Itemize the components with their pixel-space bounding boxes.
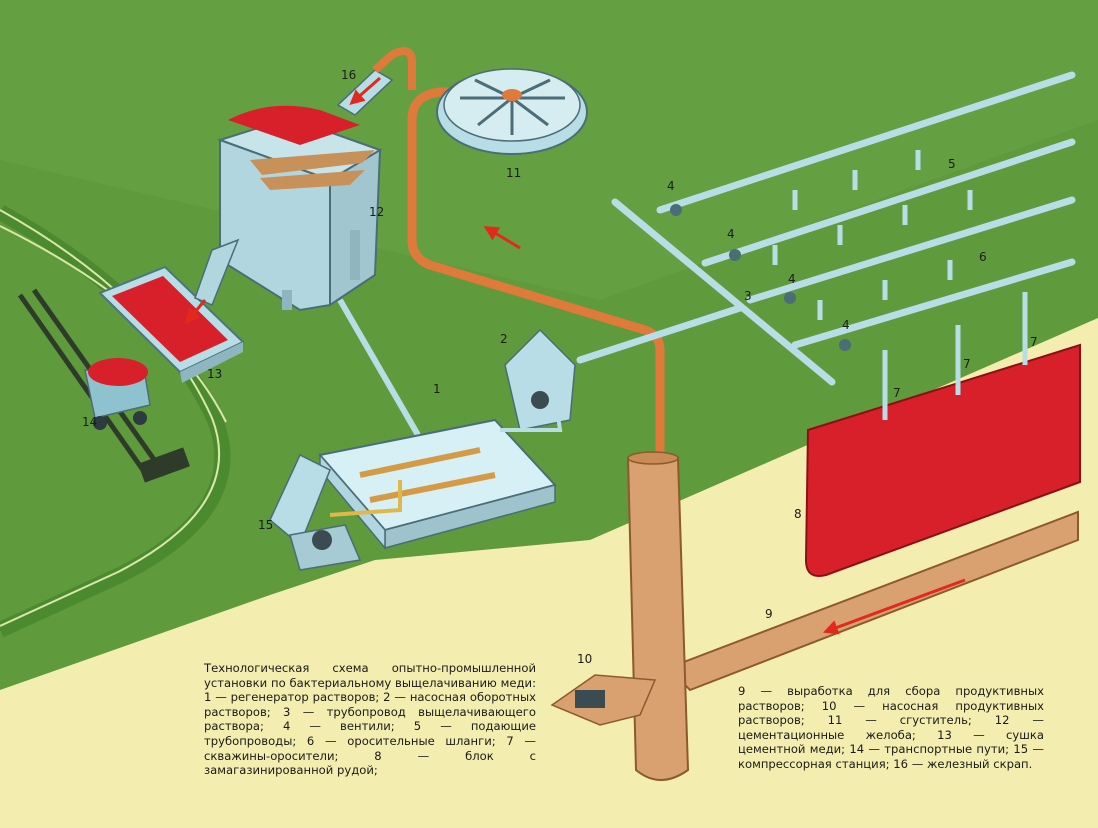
valves bbox=[670, 204, 851, 351]
label-7c: 7 bbox=[1030, 335, 1038, 349]
label-14: 14 bbox=[82, 415, 97, 429]
regenerator bbox=[318, 418, 557, 551]
label-7b: 7 bbox=[963, 357, 971, 371]
label-3: 3 bbox=[744, 289, 752, 303]
label-10: 10 bbox=[577, 652, 592, 666]
label-8: 8 bbox=[794, 507, 802, 521]
ore-block bbox=[804, 343, 1081, 577]
ground-shading bbox=[0, 0, 1098, 300]
scrap-chute bbox=[336, 69, 394, 116]
ore-car bbox=[84, 358, 151, 430]
shaft bbox=[626, 451, 690, 781]
drain-pipe bbox=[337, 298, 421, 437]
circulation-pump-house bbox=[500, 328, 576, 432]
label-4c: 4 bbox=[788, 272, 796, 286]
label-12: 12 bbox=[369, 205, 384, 219]
caption-right: 9 — выработка для сбора продуктивных рас… bbox=[738, 684, 1044, 771]
cementation-unit bbox=[185, 105, 383, 324]
label-15: 15 bbox=[258, 518, 273, 532]
thickener bbox=[436, 68, 588, 155]
irrigation-hoses bbox=[772, 150, 973, 320]
label-11: 11 bbox=[506, 166, 521, 180]
label-4b: 4 bbox=[727, 227, 735, 241]
label-4a: 4 bbox=[667, 179, 675, 193]
label-13: 13 bbox=[207, 367, 222, 381]
label-4d: 4 bbox=[842, 318, 850, 332]
leaching-pipeline bbox=[576, 71, 1076, 386]
productive-pump-station bbox=[550, 674, 657, 726]
productive-solution-pipe bbox=[407, 87, 665, 650]
compressor-station bbox=[269, 453, 362, 571]
drying-tray bbox=[98, 265, 245, 383]
label-16: 16 bbox=[341, 68, 356, 82]
label-1: 1 bbox=[433, 382, 441, 396]
caption-left: Технологическая схема опытно-промышленно… bbox=[204, 661, 536, 778]
label-2: 2 bbox=[500, 332, 508, 346]
label-5: 5 bbox=[948, 157, 956, 171]
label-6: 6 bbox=[979, 250, 987, 264]
label-7a: 7 bbox=[893, 386, 901, 400]
label-9: 9 bbox=[765, 607, 773, 621]
number-labels: 1 2 3 4 4 4 4 5 6 7 7 7 8 9 10 11 12 13 … bbox=[82, 68, 1038, 666]
sprinkler-wells bbox=[882, 292, 1028, 420]
transport-tracks bbox=[0, 204, 231, 638]
